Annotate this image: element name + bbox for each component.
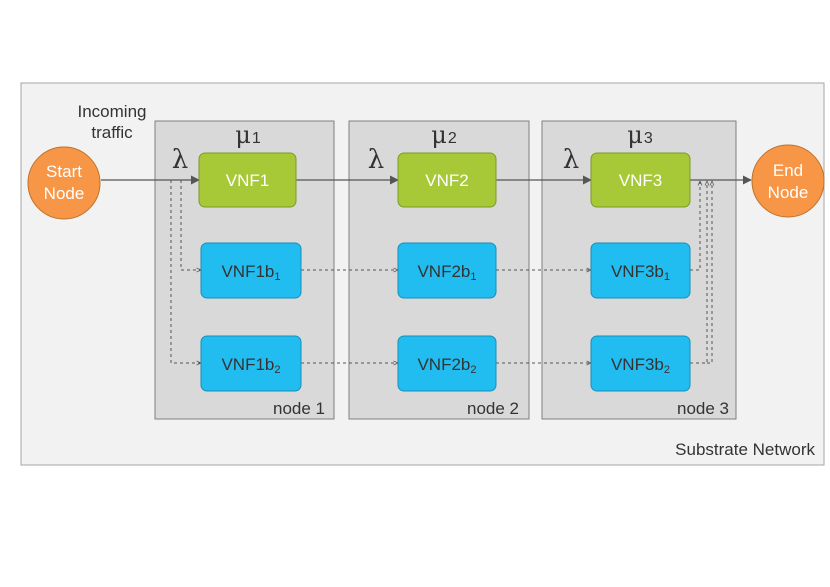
node-3-service-rate: μ3 bbox=[627, 121, 653, 149]
vnf-box-vnf2: VNF2 bbox=[397, 152, 497, 208]
backup-arrow-split-b2 bbox=[170, 180, 201, 363]
end-node-label-line2: Node bbox=[768, 183, 809, 202]
backup-paths bbox=[170, 180, 712, 364]
vnf-box-vnf1b1: VNF1b1 bbox=[200, 242, 302, 299]
substrate-network-label: Substrate Network bbox=[675, 440, 815, 459]
end-node-label: End bbox=[773, 161, 803, 180]
start-node-circle bbox=[27, 146, 101, 220]
vnf1b1-label: VNF1b1 bbox=[221, 262, 280, 283]
backup-arrow-vnf3b2-merge-a bbox=[690, 181, 707, 364]
vnf-box-vnf1: VNF1 bbox=[198, 152, 297, 208]
start-node-label: Start bbox=[46, 162, 82, 181]
vnf3b2-rect bbox=[590, 335, 691, 392]
vnf3b1-label: VNF3b1 bbox=[611, 262, 670, 283]
vnf-box-vnf3: VNF3 bbox=[590, 152, 691, 208]
vnf3-label: VNF3 bbox=[619, 171, 662, 190]
vnf2b2-label: VNF2b2 bbox=[417, 355, 476, 376]
backup-arrow-split-b1 bbox=[180, 180, 201, 270]
start-node: Start Node bbox=[27, 146, 101, 220]
node-2-label: node 2 bbox=[467, 399, 519, 418]
start-node-label-line2: Node bbox=[44, 184, 85, 203]
vnf1b2-rect bbox=[200, 335, 302, 392]
vnf1b2-label: VNF1b2 bbox=[221, 355, 280, 376]
node-1-service-rate: μ1 bbox=[235, 121, 261, 149]
vnf2-rect bbox=[397, 152, 497, 208]
node-2-arrival-rate: λ bbox=[368, 145, 384, 175]
node-1-label: node 1 bbox=[273, 399, 325, 418]
vnf2b2-rect bbox=[397, 335, 497, 392]
vnf3b1-rect bbox=[590, 242, 691, 299]
vnf3-rect bbox=[590, 152, 691, 208]
vnf1-rect bbox=[198, 152, 297, 208]
incoming-traffic-label-line2: traffic bbox=[91, 123, 133, 142]
vnf-box-vnf2b1: VNF2b1 bbox=[397, 242, 497, 299]
vnf1-label: VNF1 bbox=[226, 171, 269, 190]
vnf3b2-label: VNF3b2 bbox=[611, 355, 670, 376]
vnf-box-vnf3b2: VNF3b2 bbox=[590, 335, 691, 392]
vnf2b1-rect bbox=[397, 242, 497, 299]
node-3-arrival-rate: λ bbox=[563, 145, 579, 175]
vnf-box-vnf2b2: VNF2b2 bbox=[397, 335, 497, 392]
vnf2b1-label: VNF2b1 bbox=[417, 262, 476, 283]
incoming-traffic-label: Incoming bbox=[78, 102, 147, 121]
backup-arrow-vnf3b2-merge-b bbox=[707, 181, 712, 364]
end-node-circle bbox=[751, 144, 825, 218]
node-1-arrival-rate: λ bbox=[172, 145, 188, 175]
vnf-box-vnf1b2: VNF1b2 bbox=[200, 335, 302, 392]
node-2-service-rate: μ2 bbox=[431, 121, 457, 149]
end-node: End Node bbox=[751, 144, 825, 218]
vnf-box-vnf3b1: VNF3b1 bbox=[590, 242, 691, 299]
vnf1b1-rect bbox=[200, 242, 302, 299]
node-3-label: node 3 bbox=[677, 399, 729, 418]
vnf2-label: VNF2 bbox=[425, 171, 468, 190]
